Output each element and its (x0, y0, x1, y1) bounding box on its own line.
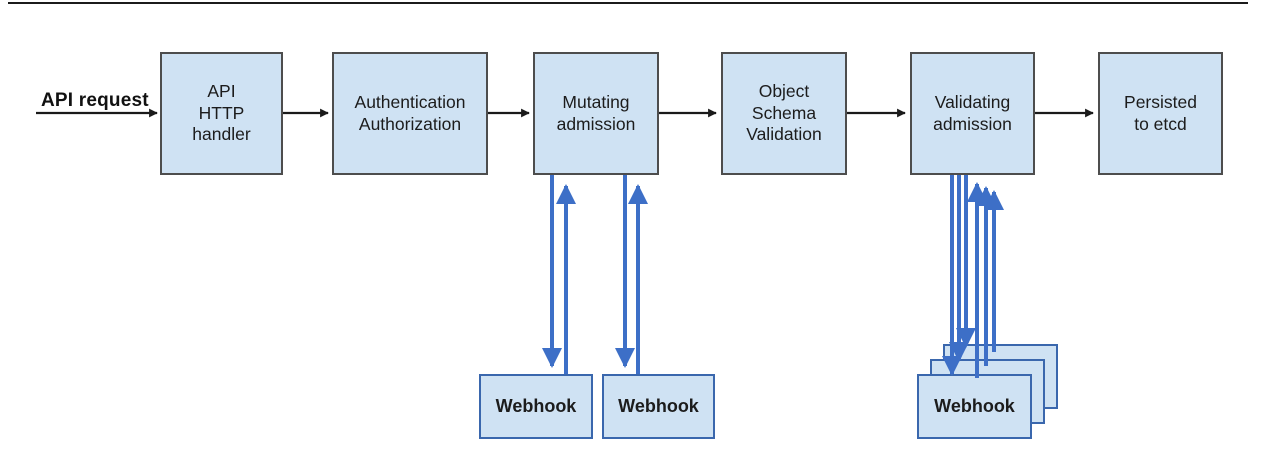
node-persisted-to-etcd: Persisted to etcd (1098, 52, 1223, 175)
node-authentication-authorization: Authentication Authorization (332, 52, 488, 175)
node-mutating-admission: Mutating admission (533, 52, 659, 175)
mutating-webhook-1: Webhook (479, 374, 593, 439)
node-validating-admission: Validating admission (910, 52, 1035, 175)
api-request-label: API request (41, 90, 149, 111)
top-border-line (8, 2, 1248, 4)
mutating-webhook-2: Webhook (602, 374, 715, 439)
mutating-webhook-arrows (542, 175, 648, 374)
node-api-http-handler: API HTTP handler (160, 52, 283, 175)
validating-webhook-front: Webhook (917, 374, 1032, 439)
node-object-schema-validation: Object Schema Validation (721, 52, 847, 175)
